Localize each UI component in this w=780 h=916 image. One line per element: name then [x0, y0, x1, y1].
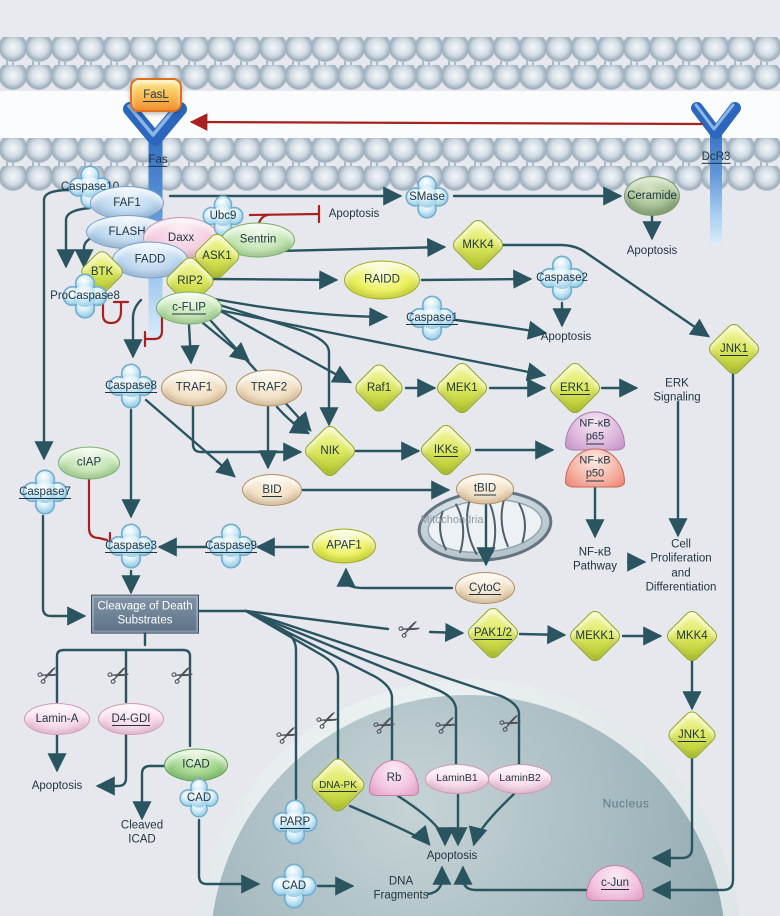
node-apaf1: APAF1 — [312, 528, 376, 564]
node-smase: SMase — [405, 175, 449, 219]
node-nik: NIK — [301, 422, 359, 480]
node-caspase3: Caspase3 — [105, 523, 157, 569]
cell-prolif-text: Cell Proliferation and Differentiation — [645, 538, 717, 594]
node-traf1: TRAF1 — [161, 369, 227, 407]
cleaved-icad-text: Cleaved ICAD — [120, 819, 164, 846]
node-cytoc: CytoC — [455, 572, 515, 604]
apoptosis-text-1: Apoptosis — [328, 207, 380, 220]
node-nfkb-p50: NF-κB p50 — [565, 448, 625, 488]
node-jnk1-top: JNK1 — [705, 320, 763, 378]
nfkb65-name: NF-κB — [579, 417, 611, 430]
ellipse-shape — [455, 572, 515, 604]
nfkb50-sub: p50 — [585, 468, 605, 482]
ellipse-shape — [98, 703, 164, 735]
node-lamina: Lamin-A — [24, 703, 90, 735]
erk-signaling-text: ERK Signaling — [653, 377, 701, 404]
ellipse-shape — [24, 703, 90, 735]
node-erk1: ERK1 — [546, 359, 604, 417]
node-caspase9: Caspase9 — [205, 523, 257, 569]
node-laminb2: LaminB2 — [488, 764, 552, 794]
node-caspase2: Caspase2 — [536, 255, 588, 301]
node-mek1: MEK1 — [433, 359, 491, 417]
nfkb65-sub: p65 — [585, 431, 605, 445]
fasl-label: FasL — [143, 88, 169, 102]
node-ceramide: Ceramide — [624, 176, 680, 216]
fasl-box — [130, 78, 182, 112]
node-mkk4-top: MKK4 — [449, 216, 507, 274]
dcr3-label: DcR3 — [701, 150, 731, 164]
ellipse-shape — [156, 291, 222, 325]
node-procaspase8: ProCaspase8 — [50, 273, 120, 319]
ellipse-shape — [236, 369, 302, 407]
node-ciap: cIAP — [58, 446, 120, 480]
node-pak12: PAK1/2 — [464, 604, 522, 662]
node-caspase1: Caspase1 — [406, 295, 458, 341]
apoptosis-text-2: Apoptosis — [626, 244, 678, 257]
ellipse-shape — [161, 369, 227, 407]
ellipse-shape — [344, 260, 420, 300]
apoptosis-text-3: Apoptosis — [540, 330, 592, 343]
node-caspase7: Caspase7 — [19, 469, 71, 515]
nfkb50-name: NF-κB — [579, 454, 611, 467]
node-cad-top: CAD — [179, 778, 219, 818]
dcr3-receptor — [691, 102, 741, 244]
ceramide-shape — [624, 176, 680, 216]
node-mekk1: MEKK1 — [566, 607, 624, 665]
node-rip2: RIP2 — [163, 254, 217, 308]
node-tbid: tBID — [456, 473, 514, 505]
node-bid: BID — [242, 474, 302, 506]
fas-label: Fas — [148, 153, 168, 167]
mitochondria-label: Mitochondria — [420, 514, 484, 527]
node-faf1: FAF1 — [90, 186, 164, 220]
node-raf1: Raf1 — [352, 361, 406, 415]
node-ikks: IKKs — [417, 421, 475, 479]
background-top — [0, 0, 780, 37]
ellipse-shape — [456, 473, 514, 505]
ellipse-shape — [90, 186, 164, 220]
cleavage-box: Cleavage of Death Substrates — [91, 594, 199, 634]
ellipse-shape — [425, 764, 489, 794]
node-cjun: c-Jun — [586, 865, 644, 901]
nfkb-pathway-text: NF-κB Pathway — [572, 546, 618, 573]
nucleus-label: Nucleus — [602, 796, 650, 811]
ellipse-shape — [58, 446, 120, 480]
node-ubc9: Ubc9 — [202, 195, 244, 237]
node-jnk1-bottom: JNK1 — [665, 708, 719, 762]
fasl-ligand: FasL — [130, 78, 182, 112]
node-raidd: RAIDD — [344, 260, 420, 300]
node-mkk4-bottom: MKK4 — [663, 607, 721, 665]
node-d4gdi: D4-GDI — [98, 703, 164, 735]
ellipse-shape — [312, 528, 376, 564]
node-caspase8: Caspase8 — [105, 363, 157, 409]
node-dnapk: DNA-PK — [308, 755, 368, 815]
node-icad: ICAD — [164, 748, 228, 782]
node-laminb1: LaminB1 — [425, 764, 489, 794]
node-rb: Rb — [369, 760, 419, 796]
node-cflip: c-FLIP — [156, 291, 222, 325]
node-cad-bottom: CAD — [271, 863, 317, 909]
apoptosis-text-4: Apoptosis — [31, 779, 83, 792]
node-parp: PARP — [272, 799, 318, 845]
dna-fragments-text: DNA Fragments — [373, 875, 429, 902]
node-traf2: TRAF2 — [236, 369, 302, 407]
node-nfkb-p65: NF-κB p65 — [565, 411, 625, 451]
node-btk: BTK — [77, 247, 127, 297]
ellipse-shape — [242, 474, 302, 506]
node-ask1: ASK1 — [191, 230, 243, 282]
apoptosis-text-5: Apoptosis — [426, 849, 478, 862]
signal-connectors — [34, 186, 735, 900]
ellipse-shape — [488, 764, 552, 794]
